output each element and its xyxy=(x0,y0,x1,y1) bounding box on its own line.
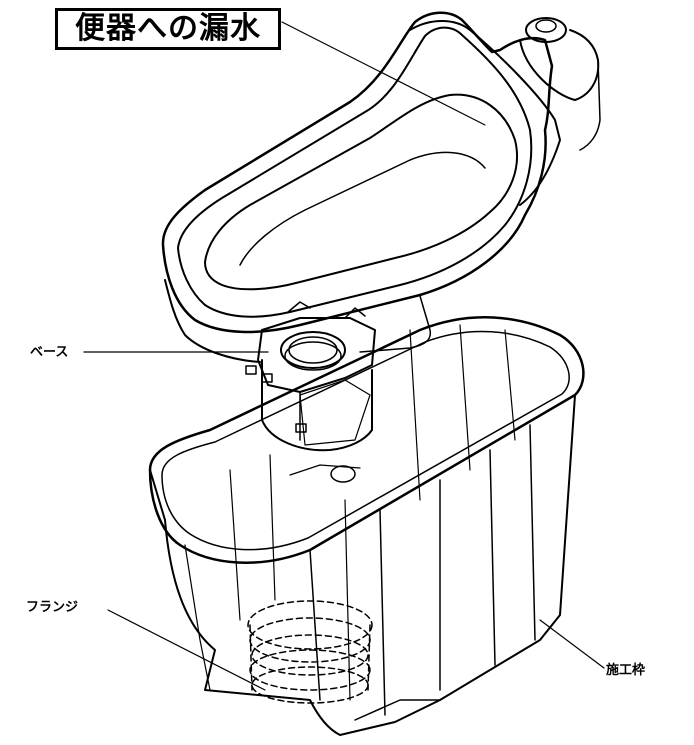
leader-lines xyxy=(83,21,605,691)
construction-frame xyxy=(148,316,585,736)
flange-leader-line xyxy=(107,609,266,691)
label-flange: フランジ xyxy=(26,600,79,615)
label-base: ベース xyxy=(30,345,69,360)
base-outlet xyxy=(245,301,376,483)
label-construction-frame: 施工枠 xyxy=(606,663,646,678)
page-title: 便器への漏水 xyxy=(75,11,261,46)
frame-leader-line xyxy=(539,619,605,669)
title-leader-line xyxy=(281,21,486,126)
title-box: 便器への漏水 xyxy=(55,8,281,50)
flange-hidden-lines xyxy=(247,600,373,704)
toilet-bowl xyxy=(161,11,601,363)
